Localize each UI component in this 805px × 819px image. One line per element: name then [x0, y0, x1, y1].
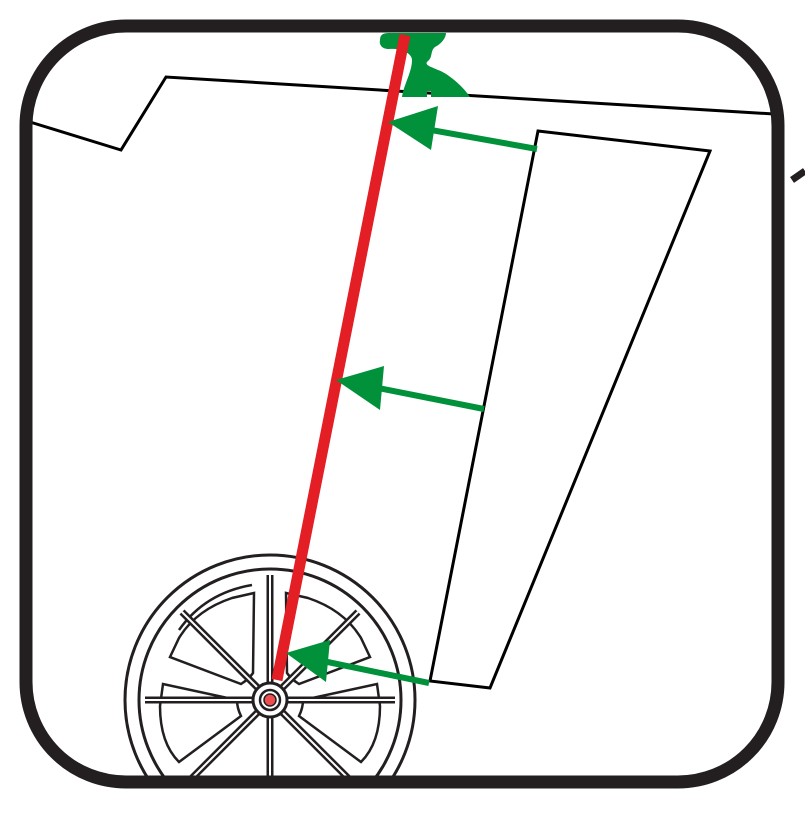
middle-arrow — [336, 366, 485, 412]
top-body-outline — [29, 75, 778, 152]
top-arrow — [388, 106, 538, 152]
tilt-axis-line — [271, 33, 411, 682]
tilted-panel — [428, 129, 713, 690]
rounded-square-frame — [19, 19, 785, 789]
diagram-content — [29, 33, 778, 782]
spoked-wheel-icon — [123, 553, 417, 782]
bottom-arrow — [286, 640, 430, 686]
outside-connector-line — [790, 168, 805, 183]
